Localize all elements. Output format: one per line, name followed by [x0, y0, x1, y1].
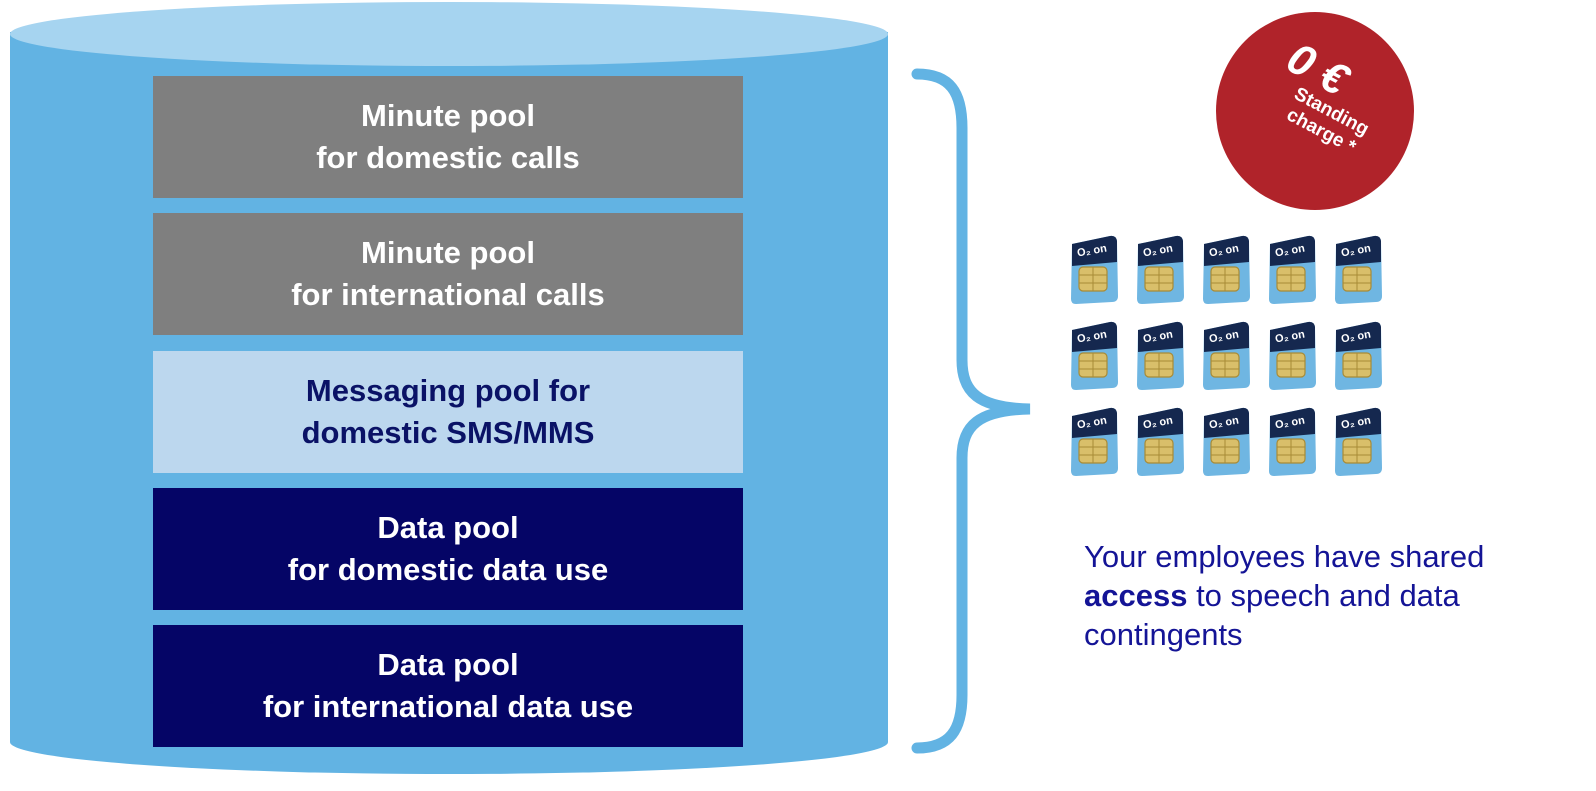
sim-card-icon: O₂ on — [1203, 407, 1250, 476]
svg-text:O₂ on: O₂ on — [1208, 328, 1240, 345]
svg-text:O₂ on: O₂ on — [1076, 328, 1108, 345]
pool-title: Minute pool — [361, 98, 535, 133]
sim-card-icon: O₂ on — [1269, 235, 1316, 304]
svg-text:O₂ on: O₂ on — [1208, 414, 1240, 431]
pool-subtitle: for international calls — [291, 277, 605, 312]
pool-subtitle: for domestic calls — [316, 140, 580, 175]
pool-domestic-data: Data pool for domestic data use — [153, 488, 743, 610]
sim-card-icon: O₂ on — [1137, 321, 1184, 390]
sim-card-icon: O₂ on — [1203, 235, 1250, 304]
svg-text:O₂ on: O₂ on — [1142, 242, 1174, 259]
svg-text:O₂ on: O₂ on — [1076, 414, 1108, 431]
standing-charge-badge: 0 € Standing charge * — [1216, 12, 1414, 210]
sim-card-icon: O₂ on — [1335, 407, 1382, 476]
pool-messaging: Messaging pool for domestic SMS/MMS — [153, 351, 743, 473]
pool-international-data: Data pool for international data use — [153, 625, 743, 747]
caption-line3: contingents — [1084, 617, 1243, 652]
sim-card-icon: O₂ on — [1203, 321, 1250, 390]
svg-text:O₂ on: O₂ on — [1340, 328, 1372, 345]
sim-card-icon: O₂ on — [1335, 321, 1382, 390]
caption-line1: Your employees have shared — [1084, 539, 1485, 574]
sim-card-icon: O₂ on — [1137, 235, 1184, 304]
svg-text:O₂ on: O₂ on — [1208, 242, 1240, 259]
sim-card-icon: O₂ on — [1137, 407, 1184, 476]
sim-card-icon: O₂ on — [1071, 321, 1118, 390]
svg-text:O₂ on: O₂ on — [1274, 328, 1306, 345]
svg-text:O₂ on: O₂ on — [1340, 242, 1372, 259]
sim-card-icon: O₂ on — [1071, 235, 1118, 304]
caption-emphasis: access — [1084, 578, 1188, 613]
svg-text:O₂ on: O₂ on — [1274, 414, 1306, 431]
pool-title: Data pool — [377, 647, 519, 682]
pool-subtitle: domestic SMS/MMS — [301, 415, 595, 450]
pool-international-calls: Minute pool for international calls — [153, 213, 743, 335]
svg-text:O₂ on: O₂ on — [1076, 242, 1108, 259]
sim-card-grid: O₂ on O₂ on O₂ on O₂ on O₂ on O₂ on O₂ on O₂ on… — [1068, 234, 1388, 494]
curly-brace — [911, 68, 1031, 754]
sim-card-icon: O₂ on — [1269, 321, 1316, 390]
pool-subtitle: for international data use — [262, 689, 634, 724]
pool-title: Minute pool — [361, 235, 535, 270]
sim-card-icon: O₂ on — [1335, 235, 1382, 304]
svg-text:O₂ on: O₂ on — [1274, 242, 1306, 259]
pool-title: Data pool — [377, 510, 519, 545]
sim-card-icon: O₂ on — [1269, 407, 1316, 476]
caption-line2: to speech and data — [1187, 578, 1460, 613]
pool-domestic-calls: Minute pool for domestic calls — [153, 76, 743, 198]
svg-text:O₂ on: O₂ on — [1142, 414, 1174, 431]
svg-text:O₂ on: O₂ on — [1142, 328, 1174, 345]
caption: Your employees have shared access to spe… — [1084, 537, 1584, 654]
svg-text:O₂ on: O₂ on — [1340, 414, 1372, 431]
pool-subtitle: for domestic data use — [287, 552, 609, 587]
pool-title: Messaging pool for — [305, 373, 591, 408]
cylinder-top — [10, 2, 888, 66]
sim-card-icon: O₂ on — [1071, 407, 1118, 476]
